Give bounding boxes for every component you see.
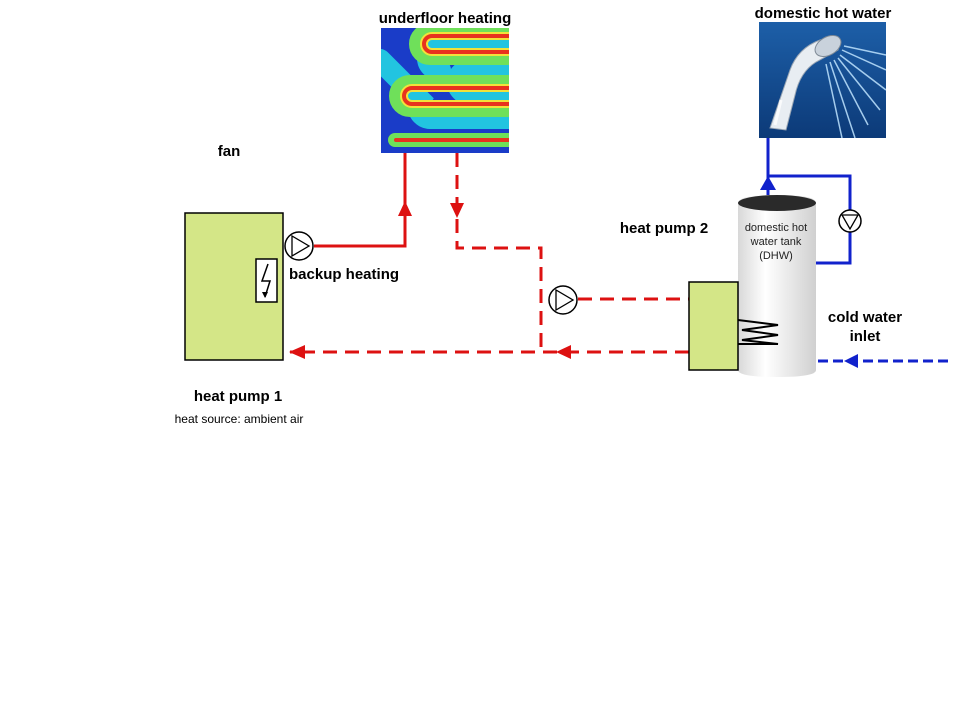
underfloor-heating-label: underfloor heating xyxy=(379,10,512,27)
fan-label: fan xyxy=(218,143,241,160)
return-pipes xyxy=(290,153,689,354)
tank-label-line-3: (DHW) xyxy=(759,250,793,262)
heat-pump-2-label: heat pump 2 xyxy=(620,220,708,237)
heat-pump-1-label: heat pump 1 xyxy=(194,388,282,405)
tank-label-line-2: water tank xyxy=(750,236,802,248)
heat-exchanger-coil-icon xyxy=(737,319,779,345)
heat-pump-2-unit xyxy=(688,281,739,371)
pump-icon xyxy=(291,234,311,258)
arrow-up-icon xyxy=(760,176,776,190)
arrow-left-icon xyxy=(844,354,858,368)
pump-heat-pump-2 xyxy=(548,285,578,315)
pump-icon xyxy=(555,288,575,312)
underfloor-supply-pipe xyxy=(314,153,407,248)
dhw-tank xyxy=(737,195,816,377)
pump-heat-pump-1 xyxy=(284,231,314,261)
arrow-left-icon xyxy=(289,345,305,359)
flow-arrows xyxy=(289,176,858,368)
heat-source-label: heat source: ambient air xyxy=(175,412,304,426)
arrow-up-icon xyxy=(398,201,412,216)
backup-heater xyxy=(255,258,278,303)
backup-heating-label: backup heating xyxy=(289,266,399,283)
cold-water-inlet-label-line-2: inlet xyxy=(850,328,881,345)
shower-image xyxy=(759,22,886,138)
hot-supply-pipes xyxy=(314,153,407,248)
arrow-left-icon xyxy=(556,345,571,359)
pump-dhw-circulation xyxy=(838,209,862,233)
domestic-hot-water-label: domestic hot water xyxy=(755,5,892,22)
tank-label-line-1: domestic hot xyxy=(745,222,807,234)
arrow-down-icon xyxy=(450,203,464,218)
underfloor-heating-image xyxy=(381,28,509,153)
lightning-bolt-icon xyxy=(260,263,272,298)
cold-water-inlet-label-line-1: cold water xyxy=(828,309,902,326)
pump-icon xyxy=(840,214,860,231)
underfloor-return-pipe xyxy=(455,153,543,352)
